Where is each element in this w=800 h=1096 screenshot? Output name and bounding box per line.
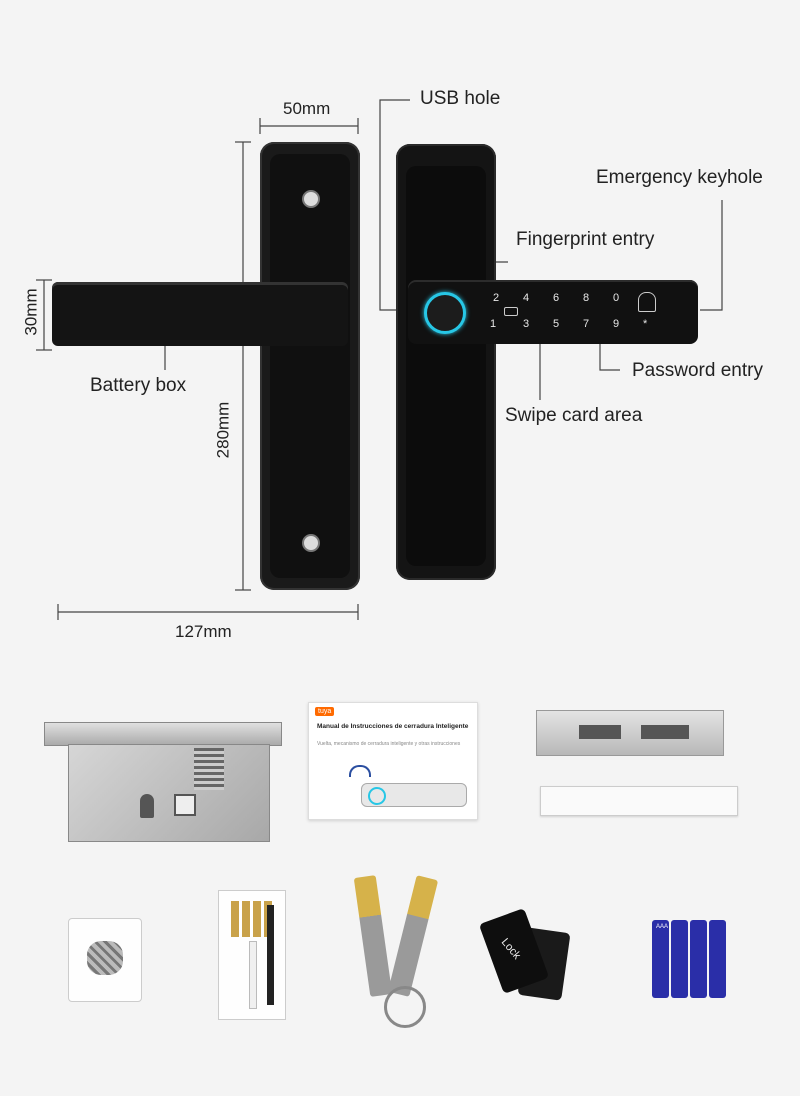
key-ring [384, 986, 426, 1028]
manual-wifi-icon [349, 765, 371, 777]
fingerprint-sensor [424, 292, 466, 334]
length-dimension-label: 280mm [213, 401, 233, 459]
mortise-square-hole [174, 794, 196, 816]
spindle-rod [267, 905, 274, 1005]
manual-subtitle: Vuelta, mecanismo de cerradura inteligen… [317, 741, 461, 747]
mortise-lock-body [44, 716, 282, 842]
aaa-batteries: AAA [652, 920, 732, 1000]
key-7[interactable]: 7 [583, 318, 590, 330]
width-dimension-label: 50mm [283, 99, 331, 118]
usb-hole-label: USB hole [420, 88, 501, 109]
rfid-card-label: Lock [498, 936, 523, 962]
lever-handle [52, 282, 348, 346]
battery-3 [690, 920, 707, 998]
anchor-bag [218, 890, 286, 1020]
white-rod [249, 941, 257, 1009]
screws [87, 941, 123, 975]
key-6[interactable]: 6 [553, 292, 560, 304]
swipe-card-area-label: Swipe card area [505, 405, 643, 426]
key-8[interactable]: 8 [583, 292, 590, 304]
manual-lock-picture [361, 783, 467, 807]
strike-slot-left [579, 725, 621, 739]
key-1[interactable]: 1 [490, 318, 497, 330]
screw-hole-top [302, 190, 320, 208]
mortise-keyhole [140, 794, 154, 818]
battery-4 [709, 920, 726, 998]
screw-hole-bottom [302, 534, 320, 552]
strike-box [540, 786, 738, 816]
front-plate-inner [406, 166, 486, 566]
key-4[interactable]: 4 [523, 292, 530, 304]
battery-2 [671, 920, 688, 998]
mechanical-keys [350, 868, 450, 1028]
fingerprint-entry-label: Fingerprint entry [516, 229, 655, 250]
key-9[interactable]: 9 [613, 318, 620, 330]
card-icon [504, 307, 518, 316]
battery-1 [652, 920, 669, 998]
front-plate [396, 144, 496, 580]
smart-handle [408, 280, 698, 344]
key-one [353, 875, 393, 997]
strike-plate [536, 710, 724, 756]
back-plate-inner [270, 154, 350, 578]
screw-bag [68, 918, 142, 1002]
manual-title: Manual de Instrucciones de cerradura Int… [317, 723, 469, 730]
battery-box-label: Battery box [90, 375, 187, 396]
battery-label: AAA [656, 924, 669, 930]
manual-brand: tuya [315, 707, 335, 716]
span-dimension-label: 127mm [175, 622, 232, 641]
handle-height-dimension-label: 30mm [21, 288, 41, 336]
key-0[interactable]: 0 [613, 292, 620, 304]
key-two [387, 875, 439, 997]
back-plate [260, 142, 360, 590]
key-3[interactable]: 3 [523, 318, 530, 330]
rfid-cards: Lock [478, 880, 574, 1020]
key-5[interactable]: 5 [553, 318, 560, 330]
key-2[interactable]: 2 [493, 292, 500, 304]
mortise-case [68, 744, 270, 842]
manual-fingerprint-icon [368, 787, 386, 805]
mortise-spring [194, 748, 224, 790]
emergency-keyhole-label: Emergency keyhole [596, 167, 763, 188]
mortise-faceplate [44, 722, 282, 746]
key-star[interactable]: * [643, 318, 648, 330]
bell-icon [638, 292, 656, 312]
instruction-manual: tuya Manual de Instrucciones de cerradur… [308, 702, 478, 820]
password-entry-label: Password entry [632, 360, 763, 381]
rfid-card-front: Lock [478, 908, 550, 994]
strike-slot-right [641, 725, 689, 739]
